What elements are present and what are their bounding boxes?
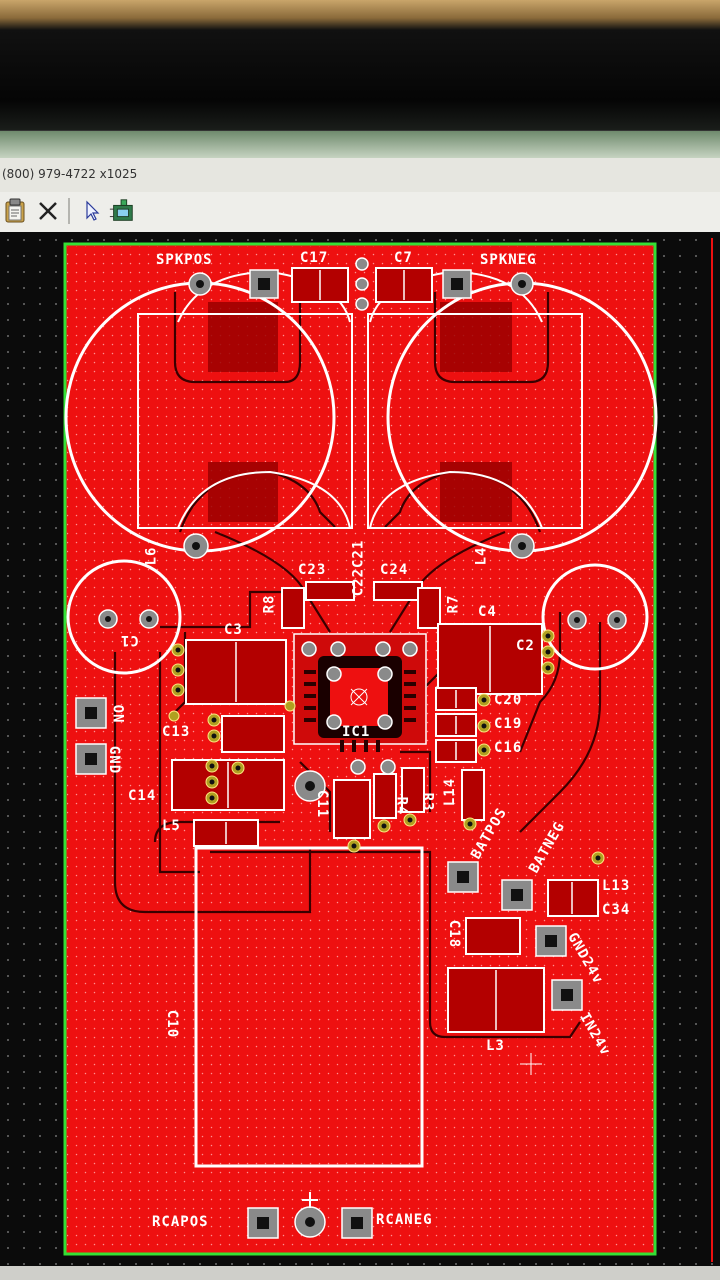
c1-outline (66, 559, 182, 675)
label-c19: C19 (494, 716, 523, 732)
th-pads (75, 257, 627, 1239)
label-on: ON (109, 704, 126, 724)
label-c2: C2 (516, 638, 535, 654)
label-c13: C13 (162, 724, 191, 740)
label-c17: C17 (300, 250, 329, 266)
label-l14: L14 (442, 777, 459, 807)
label-spkneg: SPKNEG (480, 252, 537, 268)
label-c34: C34 (602, 902, 631, 918)
label-l4: L4 (473, 546, 490, 566)
label-l3: L3 (486, 1038, 505, 1054)
select-arrow-icon[interactable] (78, 196, 106, 226)
clipboard-icon[interactable] (2, 196, 30, 226)
label-c4: C4 (478, 604, 497, 620)
component-icon[interactable] (108, 196, 136, 226)
delete-x-icon[interactable] (34, 196, 62, 226)
label-rcaneg: RCANEG (376, 1212, 433, 1228)
pcb-board[interactable] (0, 232, 720, 1266)
label-c3: C3 (224, 622, 243, 638)
label-rcapos: RCAPOS (152, 1214, 209, 1230)
label-c20: C20 (494, 692, 523, 708)
c2-outline (541, 563, 649, 671)
label-c10: C10 (164, 1009, 181, 1039)
label-c23: C23 (298, 562, 327, 578)
crosshair-icon (520, 1053, 542, 1075)
label-c22c21: C22C21 (350, 539, 367, 597)
window-title-bar (0, 130, 720, 159)
label-c7: C7 (394, 250, 413, 266)
label-c18: C18 (446, 919, 463, 949)
status-bar (0, 1266, 720, 1280)
label-c24: C24 (380, 562, 409, 578)
info-bar: (800) 979-4722 x1025 (0, 158, 720, 193)
label-ic1: IC1 (342, 724, 371, 740)
label-c14: C14 (128, 788, 157, 804)
toolbar-separator (68, 198, 70, 224)
label-r4: R4 (393, 796, 410, 816)
toolbar (0, 192, 720, 233)
label-l5: L5 (162, 818, 181, 834)
address-text: (800) 979-4722 x1025 (2, 167, 138, 181)
label-l6: L6 (143, 546, 160, 566)
label-r3: R3 (419, 792, 436, 812)
label-c1: C1 (120, 632, 139, 648)
label-c16: C16 (494, 740, 523, 756)
label-l13: L13 (602, 878, 631, 894)
label-r8: R8 (261, 594, 278, 614)
label-r7: R7 (445, 594, 462, 614)
label-c11: C11 (314, 789, 331, 819)
label-spkpos: SPKPOS (156, 252, 213, 268)
monitor-bezel (0, 0, 720, 130)
c10-outline (194, 846, 424, 1168)
label-gnd: GND (106, 745, 123, 775)
